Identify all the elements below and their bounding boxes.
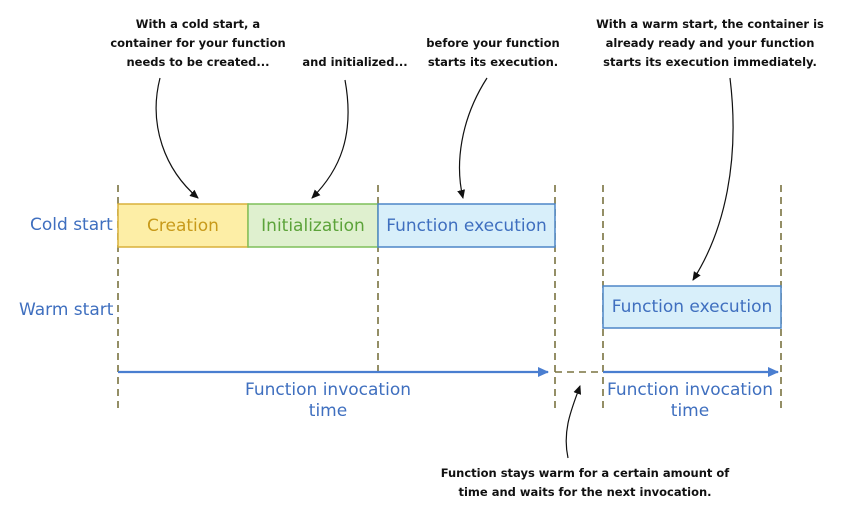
initialized-annotation-line1: and initialized... [302,55,408,69]
cold-execution-box [377,203,556,248]
creation-label: Creation [147,215,219,236]
cold-start-annotation: With a cold start, a container for your … [98,15,298,72]
cold-execution-label: Function execution [386,215,547,236]
cold-time-label-line1: Function invocation [245,380,411,400]
warm-time-label: Function invocation time [590,380,790,422]
cold-start-label: Cold start [30,215,113,235]
cold-start-annotation-line3: needs to be created... [126,55,270,69]
warm-start-annotation-line3: starts its execution immediately. [603,55,817,69]
warm-time-label-line1: Function invocation [607,380,773,400]
stays-warm-annotation-line1: Function stays warm for a certain amount… [440,466,730,480]
cold-start-annotation-line2: container for your function [110,36,286,50]
initialized-annotation: and initialized... [295,53,415,72]
stays-warm-annotation: Function stays warm for a certain amount… [425,464,745,502]
warm-time-label-line2: time [670,401,710,421]
stays-warm-arrow [565,385,582,459]
before-execution-arrow [457,77,488,199]
warm-start-annotation-line1: With a warm start, the container is [596,17,824,31]
warm-execution-box [602,285,782,329]
warm-start-label: Warm start [19,300,114,320]
stays-warm-annotation-line2: time and waits for the next invocation. [458,485,712,499]
initialized-arrow [311,79,349,199]
warm-start-annotation-line2: already ready and your function [605,36,815,50]
before-execution-annotation: before your function starts its executio… [418,34,568,72]
creation-box [117,203,249,248]
initialization-label: Initialization [261,215,365,236]
cold-time-label: Function invocation time [228,380,428,422]
warm-execution-label: Function execution [611,297,773,317]
before-execution-annotation-line1: before your function [426,36,560,50]
cold-start-annotation-line1: With a cold start, a [135,17,261,31]
before-execution-annotation-line2: starts its execution. [427,55,559,69]
warm-start-annotation: With a warm start, the container is alre… [585,15,835,72]
cold-start-arrow [155,77,199,199]
warm-start-arrow [692,77,734,281]
cold-time-label-line2: time [308,401,348,421]
